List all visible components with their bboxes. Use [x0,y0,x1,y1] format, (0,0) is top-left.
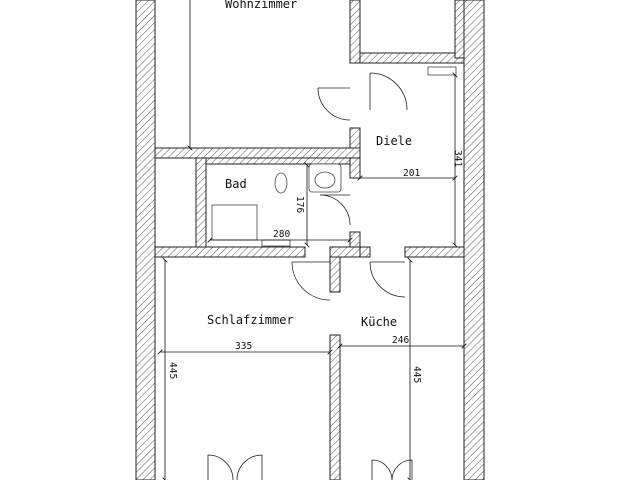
wall-wohnzimmer-south [154,147,361,159]
dim-kueche-height: 445 [411,366,422,383]
wall-diele-north [359,52,465,64]
door-diele-top [369,72,408,111]
wall-diele-south [359,246,371,258]
dim-diele-height: 341 [452,150,463,167]
sink-basin [314,171,336,189]
wall-bad-south [154,246,306,258]
toilet [274,172,288,194]
dim-bad-width: 280 [273,229,290,240]
door-schlafzimmer-balcony-right [236,454,263,480]
radiator-bad [261,239,291,247]
door-kueche-balcony-right [391,459,413,480]
door-kueche [369,261,406,298]
wall-closet-east [195,157,207,256]
door-wohnzimmer-diele [317,87,351,121]
wall-wohnzimmer-east [349,0,361,64]
room-label-diele: Diele [376,134,412,148]
dim-bad-height: 176 [294,196,305,213]
door-bad [319,194,351,226]
dim-diele-width: 201 [403,168,420,179]
dim-kueche-width: 246 [392,335,409,346]
wall-bad-east [349,157,361,179]
wall-top-right-box [454,0,465,59]
wall-kueche-north [404,246,465,258]
door-kueche-balcony-left [371,459,393,480]
wall-bad-south-right [329,246,361,258]
room-label-schlafzimmer: Schlafzimmer [207,313,294,327]
room-label-bad: Bad [225,177,247,191]
wall-schlafzimmer-east-lower [329,334,341,480]
dim-schlafzimmer-width: 335 [235,341,252,352]
room-label-wohnzimmer: Wohnzimmer [225,0,297,11]
wall-schlafzimmer-east [329,256,341,293]
door-schlafzimmer-balcony-left [207,454,234,480]
bathtub [211,204,258,241]
door-schlafzimmer [291,261,331,301]
outer-wall-right [463,0,485,480]
wall-bad-north [205,157,361,165]
room-label-kueche: Küche [361,315,397,329]
dim-schlafzimmer-height: 445 [167,362,178,379]
outer-wall-left [135,0,156,480]
radiator-diele [427,66,457,76]
